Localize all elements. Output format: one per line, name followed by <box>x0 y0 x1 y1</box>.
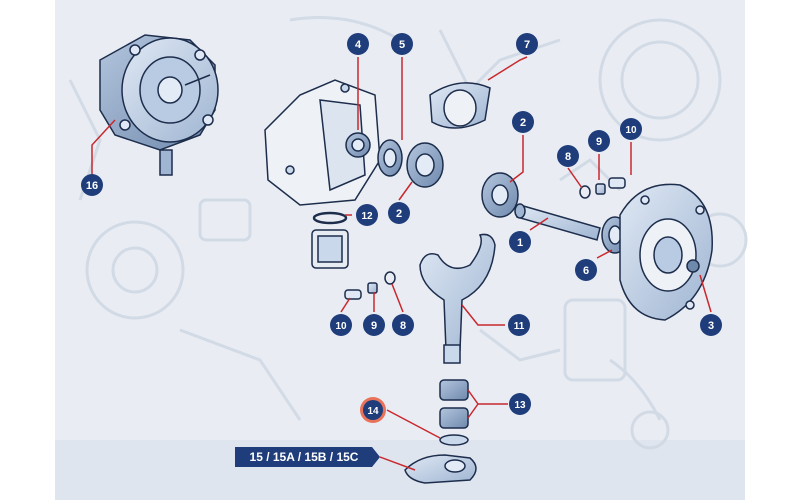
callout-16-label: 16 <box>86 180 98 192</box>
callout-11: 11 <box>508 314 530 336</box>
callout-3-label: 3 <box>708 320 714 332</box>
part-12-oring-and-motor <box>311 211 349 269</box>
callout-5-label: 5 <box>399 39 405 51</box>
part-1-shaft <box>514 203 601 241</box>
callout-2-lower-label: 2 <box>396 208 402 220</box>
callout-6-label: 6 <box>583 265 589 277</box>
callout-7: 7 <box>516 33 538 55</box>
callout-9-upper: 9 <box>588 130 610 152</box>
callout-2-lower: 2 <box>388 202 410 224</box>
callout-10-upper: 10 <box>620 118 642 140</box>
callout-16: 16 <box>81 174 103 196</box>
callout-8-lower: 8 <box>392 314 414 336</box>
callout-8-upper-label: 8 <box>565 151 571 163</box>
callout-8-lower-label: 8 <box>400 320 406 332</box>
callout-2-upper-label: 2 <box>520 117 526 129</box>
callout-11-label: 11 <box>514 321 525 332</box>
callout-10-upper-label: 10 <box>625 125 637 136</box>
callout-13: 13 <box>509 393 531 415</box>
part-4-housing-frame <box>264 79 381 206</box>
callout-10-lower: 10 <box>330 314 352 336</box>
callout-1-label: 1 <box>517 237 523 249</box>
callout-12-label: 12 <box>361 211 373 222</box>
part-14-washer <box>439 434 469 446</box>
part-2-bearing-left <box>406 142 444 188</box>
callout-12: 12 <box>356 204 378 226</box>
callout-3: 3 <box>700 314 722 336</box>
leader-lines <box>91 56 712 439</box>
part-3-cover-plate <box>619 183 713 321</box>
part-5-bearing <box>377 139 403 177</box>
callout-8-upper: 8 <box>557 145 579 167</box>
callout-4-label: 4 <box>355 39 362 51</box>
part-8-9-10-right-small <box>579 177 626 199</box>
part-15-badge-label: 15 / 15A / 15B / 15C <box>250 450 359 464</box>
callout-2-upper: 2 <box>512 111 534 133</box>
callouts: 16 4 5 7 2 9 10 8 <box>81 33 722 423</box>
part-15-lever <box>404 454 477 484</box>
part-7-large-ring <box>429 82 491 129</box>
callout-9-lower-label: 9 <box>371 320 377 332</box>
callout-9-lower: 9 <box>363 314 385 336</box>
callout-14-label: 14 <box>367 406 379 417</box>
part-15-label-badge: 15 / 15A / 15B / 15C <box>235 447 416 471</box>
bottom-band <box>55 440 745 500</box>
callout-4: 4 <box>347 33 369 55</box>
part-8-9-10-left-small <box>344 271 396 300</box>
part-2-bearing-right <box>481 172 519 218</box>
part-11-fork <box>419 233 496 364</box>
callout-1: 1 <box>509 231 531 253</box>
callout-14-highlighted: 14 <box>360 397 386 423</box>
callout-10-lower-label: 10 <box>335 321 347 332</box>
callout-9-upper-label: 9 <box>596 136 602 148</box>
callout-5: 5 <box>391 33 413 55</box>
callout-13-label: 13 <box>514 400 526 411</box>
ghost-background-drawing <box>68 16 748 450</box>
callout-7-label: 7 <box>524 39 530 51</box>
part-16-gearbox-housing <box>99 34 219 176</box>
callout-6: 6 <box>575 259 597 281</box>
